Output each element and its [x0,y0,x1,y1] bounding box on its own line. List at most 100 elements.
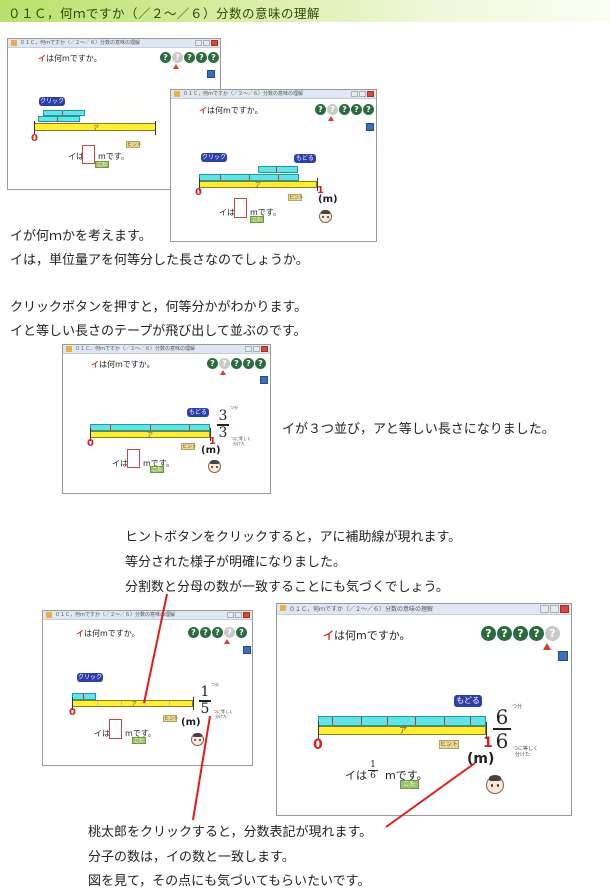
hint-guide-line [121,701,122,706]
close-icon[interactable] [367,91,374,97]
answer-input[interactable] [109,719,122,739]
question-ball-icon[interactable]: ? [363,104,374,115]
maximize-icon[interactable] [359,91,366,97]
progress-balls: ? ? ? ? ? [481,626,561,641]
window-title: ０１Ｃ，何ｍですか（／２～／６）分数の意味の理解 [183,91,304,97]
pencil-icon[interactable] [243,646,251,654]
hint-button[interactable]: ヒント [288,194,305,201]
momotaro-icon[interactable] [208,459,221,473]
app-icon [11,40,17,46]
pencil-icon[interactable] [207,70,215,78]
tape-segment[interactable] [38,116,80,122]
page-title: ０１Ｃ，何ｍですか（／２～／６）分数の意味の理解 [8,6,321,21]
minimize-icon[interactable] [351,91,358,97]
tape-segment[interactable] [72,693,96,700]
back-button[interactable]: もどる [454,695,482,707]
answer-button[interactable]: こたえ [150,466,164,479]
answer-input[interactable] [127,449,140,468]
unit-label: (m) [181,717,201,728]
minimize-icon[interactable] [245,346,252,352]
hint-button[interactable]: ヒント [163,715,180,722]
tape-segment[interactable] [199,174,299,181]
click-button[interactable]: クリック [201,153,227,162]
close-icon[interactable] [560,605,569,613]
question-ball-icon[interactable]: ? [219,358,230,369]
window-title: ０１Ｃ，何ｍですか（／２～／６）分数の意味の理解 [20,40,141,46]
pencil-icon[interactable] [366,123,374,131]
hint-button[interactable]: ヒント [126,141,143,148]
window-controls[interactable] [227,612,250,618]
question-ball-icon[interactable]: ? [351,104,362,115]
question-ball-icon[interactable]: ? [212,627,223,638]
hint-button[interactable]: ヒント [439,740,459,749]
question-ball-icon[interactable]: ? [545,626,560,641]
click-button[interactable]: クリック [39,97,65,106]
question-text: イは何mですか。 [38,54,102,63]
close-icon[interactable] [211,40,218,46]
answer-button[interactable]: こたえ [400,780,419,796]
scale-zero: 0 [69,707,76,718]
current-question-arrow-icon [224,639,230,644]
maximize-icon[interactable] [203,40,210,46]
question-ball-icon[interactable]: ? [224,627,235,638]
maximize-icon[interactable] [550,605,559,613]
back-button[interactable]: もどる [294,154,316,163]
question-ball-icon[interactable]: ? [231,358,242,369]
click-button[interactable]: クリック [77,673,103,682]
question-ball-icon[interactable]: ? [236,627,247,638]
question-ball-icon[interactable]: ? [327,104,338,115]
close-icon[interactable] [243,612,250,618]
hint-button[interactable]: ヒント [181,443,198,450]
question-ball-icon[interactable]: ? [513,626,528,641]
tape-segment[interactable] [43,110,85,116]
answer-suffix: mです。 [250,208,281,217]
answer-button[interactable]: こたえ [250,216,264,229]
question-ball-icon[interactable]: ? [208,52,219,63]
question-ball-icon[interactable]: ? [315,104,326,115]
window-controls[interactable] [351,91,374,97]
question-ball-icon[interactable]: ? [200,627,211,638]
answer-input[interactable] [82,145,95,164]
question-ball-icon[interactable]: ? [160,52,171,63]
window-controls[interactable] [245,346,268,352]
scale-tick-1 [317,178,318,191]
window-controls[interactable] [540,605,569,613]
callout-line-momotaro [385,762,476,828]
momotaro-icon[interactable] [319,209,332,223]
scale-one: 1 [209,436,216,447]
pencil-icon[interactable] [558,651,568,661]
progress-balls: ? ? ? ? ? [160,52,220,63]
tape-segment[interactable] [318,716,486,726]
question-ball-icon[interactable]: ? [243,358,254,369]
close-icon[interactable] [261,346,268,352]
answer-input[interactable] [234,198,247,218]
question-ball-icon[interactable]: ? [188,627,199,638]
momotaro-icon[interactable] [191,732,204,746]
question-ball-icon[interactable]: ? [207,358,218,369]
question-ball-icon[interactable]: ? [255,358,266,369]
answer-suffix: mです。 [385,769,428,782]
tape-segment[interactable] [90,424,210,431]
momotaro-icon[interactable] [486,775,504,794]
minimize-icon[interactable] [195,40,202,46]
answer-button[interactable]: こたえ [132,737,146,750]
question-ball-icon[interactable]: ? [172,52,183,63]
minimize-icon[interactable] [540,605,549,613]
answer-button[interactable]: こたえ [95,161,109,174]
maximize-icon[interactable] [235,612,242,618]
question-ball-icon[interactable]: ? [497,626,512,641]
pencil-icon[interactable] [260,376,268,384]
paragraph: 分割数と分母の数が一致することにも気づくでしょう。 [125,580,449,595]
window-titlebar: ０１Ｃ，何ｍですか（／２～／６）分数の意味の理解 [63,345,270,354]
minimize-icon[interactable] [227,612,234,618]
question-ball-icon[interactable]: ? [184,52,195,63]
question-ball-icon[interactable]: ? [529,626,544,641]
question-ball-icon[interactable]: ? [339,104,350,115]
hint-guide-line [145,701,146,706]
question-ball-icon[interactable]: ? [196,52,207,63]
window-controls[interactable] [195,40,218,46]
maximize-icon[interactable] [253,346,260,352]
tape-segment[interactable] [258,166,298,173]
back-button[interactable]: もどる [187,408,209,417]
question-ball-icon[interactable]: ? [481,626,496,641]
